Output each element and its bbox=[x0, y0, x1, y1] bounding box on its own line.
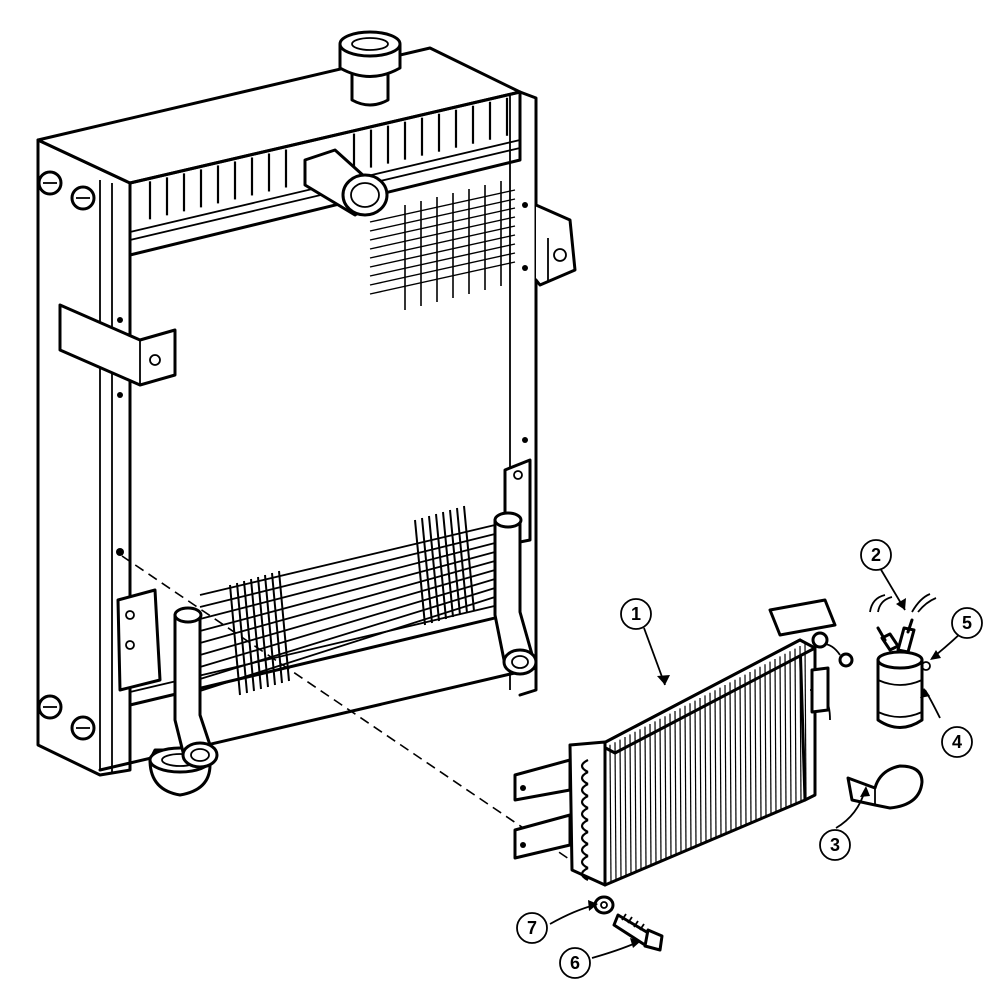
left-mounting-bracket bbox=[58, 303, 177, 387]
upper-hose-outlet bbox=[303, 148, 389, 217]
callout-1: 1 bbox=[620, 598, 652, 630]
callout-3: 3 bbox=[819, 829, 851, 861]
condenser-upper-rail bbox=[513, 758, 572, 802]
washer bbox=[593, 895, 615, 915]
radiator-bottom-tank bbox=[98, 599, 538, 772]
condenser-outlet-fittings bbox=[768, 598, 854, 721]
mounting-clamp bbox=[846, 764, 924, 810]
receiver-drier bbox=[876, 650, 924, 729]
bolt-head-bl1 bbox=[37, 694, 63, 720]
oil-cooler-left-bracket bbox=[116, 588, 162, 692]
radiator-left-frame bbox=[36, 138, 132, 777]
callout-5-label: 5 bbox=[962, 613, 972, 633]
radiator-core-grid bbox=[369, 181, 516, 310]
condenser-tube-bends bbox=[580, 759, 589, 881]
callout-4-label: 4 bbox=[952, 732, 962, 752]
callout-7-label: 7 bbox=[527, 918, 537, 938]
oil-cooler-right-fitting bbox=[493, 511, 538, 676]
callout-3-label: 3 bbox=[830, 835, 840, 855]
callout-7: 7 bbox=[516, 912, 548, 944]
bolt-head-bl2 bbox=[70, 715, 96, 741]
callout-1-label: 1 bbox=[631, 604, 641, 624]
callout-2-label: 2 bbox=[871, 545, 881, 565]
callout-5: 5 bbox=[951, 607, 983, 639]
condenser-lower-rail bbox=[513, 813, 572, 860]
pressure-switches bbox=[869, 593, 937, 654]
radiator-assembly bbox=[36, 30, 577, 797]
bolt-head-tl1 bbox=[37, 170, 63, 196]
callout-6-label: 6 bbox=[570, 953, 580, 973]
oil-cooler-fin-pack-right bbox=[414, 505, 475, 626]
hex-bolt bbox=[612, 913, 664, 952]
condenser-fins bbox=[609, 643, 807, 883]
oil-cooler-left-fitting bbox=[173, 606, 219, 769]
leader-lines bbox=[549, 567, 963, 959]
frame-mounting-holes bbox=[116, 202, 528, 556]
callout-6: 6 bbox=[559, 947, 591, 979]
alignment-dashed-line bbox=[121, 555, 601, 881]
bolt-head-tl2 bbox=[70, 185, 96, 211]
right-mounting-bracket bbox=[534, 203, 577, 287]
installed-oil-cooler bbox=[116, 458, 538, 769]
radiator-cap bbox=[338, 30, 402, 107]
o-ring bbox=[921, 661, 931, 671]
callout-4: 4 bbox=[941, 726, 973, 758]
condenser-assembly bbox=[513, 598, 854, 887]
top-tank-fins bbox=[148, 97, 509, 220]
callout-2: 2 bbox=[860, 539, 892, 571]
